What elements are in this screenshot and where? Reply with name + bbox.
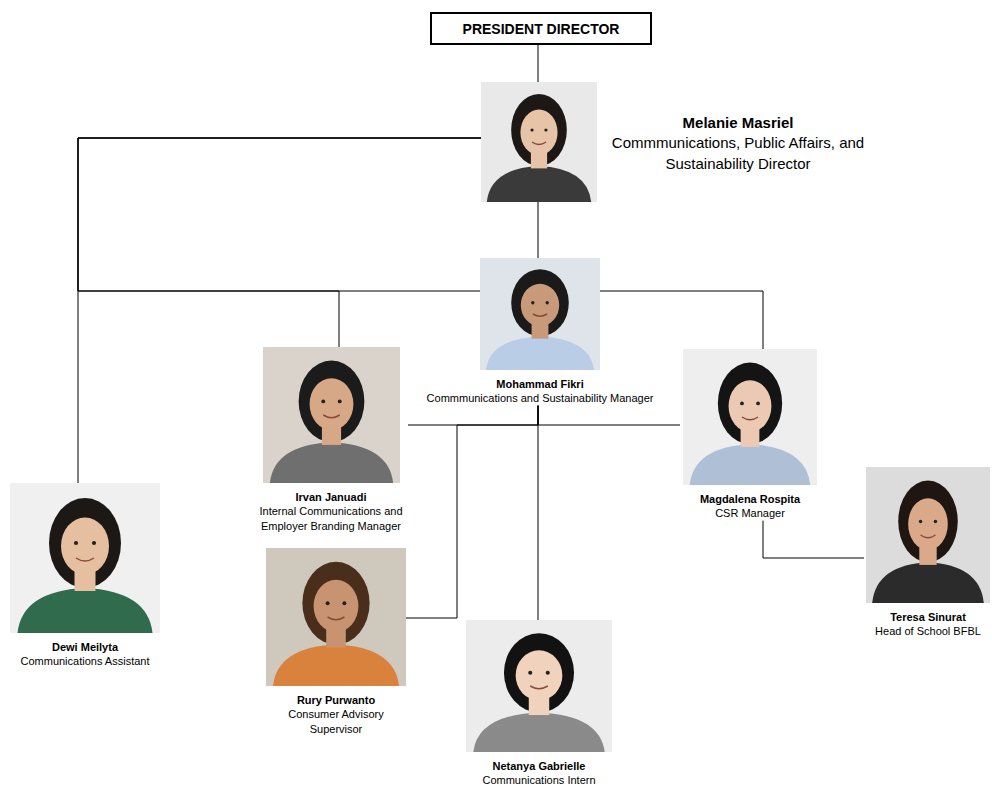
person-card: Netanya GabrielleCommunications Intern	[464, 620, 614, 787]
person-name: Rury Purwanto	[284, 693, 388, 707]
caption-block: Teresa SinuratHead of School BFBL	[866, 603, 990, 639]
caption-block: Melanie MasrielCommmunications, Public A…	[603, 113, 873, 174]
job-title: Head of School BFBL	[866, 624, 990, 638]
caption-block: Magdalena RospitaCSR Manager	[682, 485, 818, 521]
person-name: Netanya Gabrielle	[466, 759, 612, 773]
reporting-line	[538, 406, 680, 425]
person-card: Magdalena RospitaCSR Manager	[680, 349, 820, 521]
reporting-line	[538, 45, 539, 82]
reporting-line	[406, 406, 538, 618]
person-card: Teresa SinuratHead of School BFBL	[864, 467, 992, 639]
job-title: Consumer Advisory Supervisor	[284, 707, 388, 736]
reporting-line	[538, 202, 539, 258]
portrait-photo	[866, 467, 990, 603]
person-card: Mohammad FikriCommmunications and Sustai…	[413, 258, 667, 406]
job-title: Commmunications and Sustainability Manag…	[415, 391, 665, 405]
portrait-photo	[466, 620, 612, 752]
portrait-photo	[683, 349, 817, 485]
caption-block: Mohammad FikriCommmunications and Sustai…	[415, 370, 665, 406]
title-box: PRESIDENT DIRECTOR	[430, 12, 652, 45]
person-card: Rury PurwantoConsumer Advisory Superviso…	[266, 548, 406, 736]
person-card: Melanie MasrielCommmunications, Public A…	[481, 82, 876, 202]
job-title: Internal Communications and Employer Bra…	[256, 504, 406, 533]
person-card: Dewi MeilytaCommunications Assistant	[8, 483, 162, 669]
portrait-photo	[10, 483, 160, 633]
caption-block: Dewi MeilytaCommunications Assistant	[10, 633, 160, 669]
reporting-line	[538, 406, 539, 620]
portrait-photo	[266, 548, 406, 686]
reporting-line	[78, 138, 481, 347]
portrait-photo	[481, 82, 597, 202]
reporting-line	[78, 138, 763, 349]
job-title: Communications Intern	[466, 773, 612, 787]
person-name: Teresa Sinurat	[866, 610, 990, 624]
job-title: Commmunications, Public Affairs, and Sus…	[603, 133, 873, 174]
reporting-line	[78, 138, 481, 483]
reporting-line	[408, 406, 538, 425]
caption-block: Rury PurwantoConsumer Advisory Superviso…	[284, 686, 388, 736]
person-name: Melanie Masriel	[603, 113, 873, 133]
caption-block: Netanya GabrielleCommunications Intern	[466, 752, 612, 787]
caption-block: Irvan JanuadiInternal Communications and…	[256, 483, 406, 533]
job-title: Communications Assistant	[10, 654, 160, 668]
person-name: Irvan Januadi	[256, 490, 406, 504]
portrait-photo	[480, 258, 600, 370]
person-name: Dewi Meilyta	[10, 640, 160, 654]
person-name: Mohammad Fikri	[415, 377, 665, 391]
reporting-line	[763, 521, 864, 558]
portrait-photo	[263, 347, 400, 483]
box-label: PRESIDENT DIRECTOR	[463, 21, 620, 37]
person-card: Irvan JanuadiInternal Communications and…	[254, 347, 408, 533]
job-title: CSR Manager	[682, 506, 818, 520]
person-name: Magdalena Rospita	[682, 492, 818, 506]
